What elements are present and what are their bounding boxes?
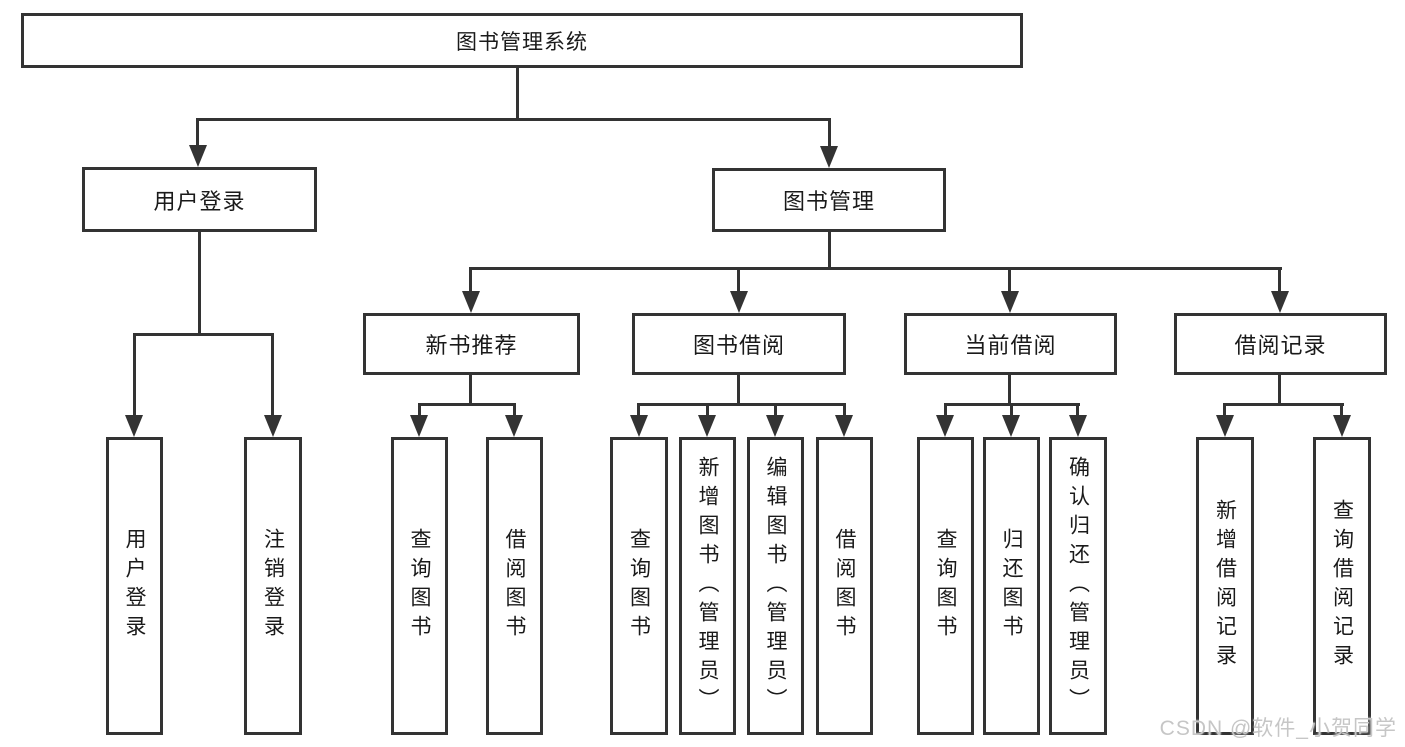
leaf-label: 归还图书 <box>1000 528 1023 644</box>
leaf-label: 新增借阅记录 <box>1213 499 1237 673</box>
arrow-down-icon <box>125 415 143 437</box>
arrow-down-icon <box>630 415 648 437</box>
leaf-label: 借阅图书 <box>833 528 856 644</box>
arrow-down-icon <box>1271 291 1289 313</box>
node-leaf-current-query-books: 查询图书 <box>917 437 974 735</box>
connector-line <box>637 403 846 406</box>
leaf-label: 注销登录 <box>261 528 285 644</box>
connector-line <box>469 267 1282 270</box>
node-leaf-recommend-borrow-books: 借阅图书 <box>486 437 543 735</box>
arrow-down-icon <box>410 415 428 437</box>
connector-line <box>637 403 640 417</box>
connector-line <box>133 333 136 417</box>
arrow-down-icon <box>1001 291 1019 313</box>
arrow-down-icon <box>835 415 853 437</box>
arrow-down-icon <box>1216 415 1234 437</box>
watermark: CSDN @软件_小贺同学 <box>1159 717 1397 740</box>
node-user-login: 用户登录 <box>82 167 317 232</box>
connector-line <box>1010 403 1013 417</box>
arrow-down-icon <box>1333 415 1351 437</box>
connector-line <box>513 403 516 417</box>
node-current-borrow: 当前借阅 <box>904 313 1117 375</box>
arrow-down-icon <box>189 145 207 167</box>
node-leaf-user-login: 用户登录 <box>106 437 163 735</box>
connector-line <box>1076 403 1079 417</box>
node-leaf-logout: 注销登录 <box>244 437 302 735</box>
arrow-down-icon <box>462 291 480 313</box>
arrow-down-icon <box>766 415 784 437</box>
node-book-borrow: 图书借阅 <box>632 313 846 375</box>
node-leaf-add-borrow-record: 新增借阅记录 <box>1196 437 1254 735</box>
node-leaf-recommend-query-books: 查询图书 <box>391 437 448 735</box>
node-leaf-borrow-query-books: 查询图书 <box>610 437 668 735</box>
connector-line <box>828 232 831 270</box>
node-leaf-edit-books-admin: 编辑图书（管理员） <box>747 437 804 735</box>
connector-line <box>418 403 421 417</box>
leaf-label: 新增图书（管理员） <box>696 455 719 717</box>
connector-line <box>1278 267 1281 293</box>
node-new-book-recommend: 新书推荐 <box>363 313 580 375</box>
connector-line <box>1340 403 1343 417</box>
leaf-label: 借阅图书 <box>503 528 526 644</box>
node-borrow-records: 借阅记录 <box>1174 313 1387 375</box>
node-leaf-add-books-admin: 新增图书（管理员） <box>679 437 736 735</box>
leaf-label: 用户登录 <box>123 528 146 644</box>
connector-line <box>196 118 831 121</box>
leaf-label: 确认归还（管理员） <box>1066 455 1090 717</box>
leaf-label: 查询图书 <box>627 528 651 644</box>
connector-line <box>198 232 201 336</box>
connector-line <box>1008 267 1011 293</box>
connector-line <box>1278 375 1281 406</box>
arrow-down-icon <box>820 146 838 168</box>
connector-line <box>774 403 777 417</box>
connector-line <box>1223 403 1344 406</box>
arrow-down-icon <box>698 415 716 437</box>
leaf-label: 查询借阅记录 <box>1330 499 1354 673</box>
arrow-down-icon <box>730 291 748 313</box>
node-leaf-return-books: 归还图书 <box>983 437 1040 735</box>
arrow-down-icon <box>505 415 523 437</box>
arrow-down-icon <box>936 415 954 437</box>
connector-line <box>1008 375 1011 406</box>
leaf-label: 编辑图书（管理员） <box>764 455 787 717</box>
arrow-down-icon <box>1002 415 1020 437</box>
connector-line <box>843 403 846 417</box>
connector-line <box>418 403 516 406</box>
leaf-label: 查询图书 <box>408 528 431 644</box>
arrow-down-icon <box>1069 415 1087 437</box>
node-book-management: 图书管理 <box>712 168 946 232</box>
connector-line <box>469 267 472 293</box>
connector-line <box>469 375 472 406</box>
connector-line <box>944 403 947 417</box>
connector-line <box>133 333 274 336</box>
connector-line <box>737 375 740 406</box>
connector-line <box>271 333 274 417</box>
leaf-label: 查询图书 <box>934 528 957 644</box>
node-root: 图书管理系统 <box>21 13 1023 68</box>
connector-line <box>828 118 831 148</box>
node-leaf-borrow-books: 借阅图书 <box>816 437 873 735</box>
connector-line <box>706 403 709 417</box>
connector-line <box>516 68 519 120</box>
connector-line <box>737 267 740 293</box>
node-leaf-query-borrow-record: 查询借阅记录 <box>1313 437 1371 735</box>
connector-line <box>1223 403 1226 417</box>
arrow-down-icon <box>264 415 282 437</box>
connector-line <box>196 118 199 147</box>
node-leaf-confirm-return-admin: 确认归还（管理员） <box>1049 437 1107 735</box>
